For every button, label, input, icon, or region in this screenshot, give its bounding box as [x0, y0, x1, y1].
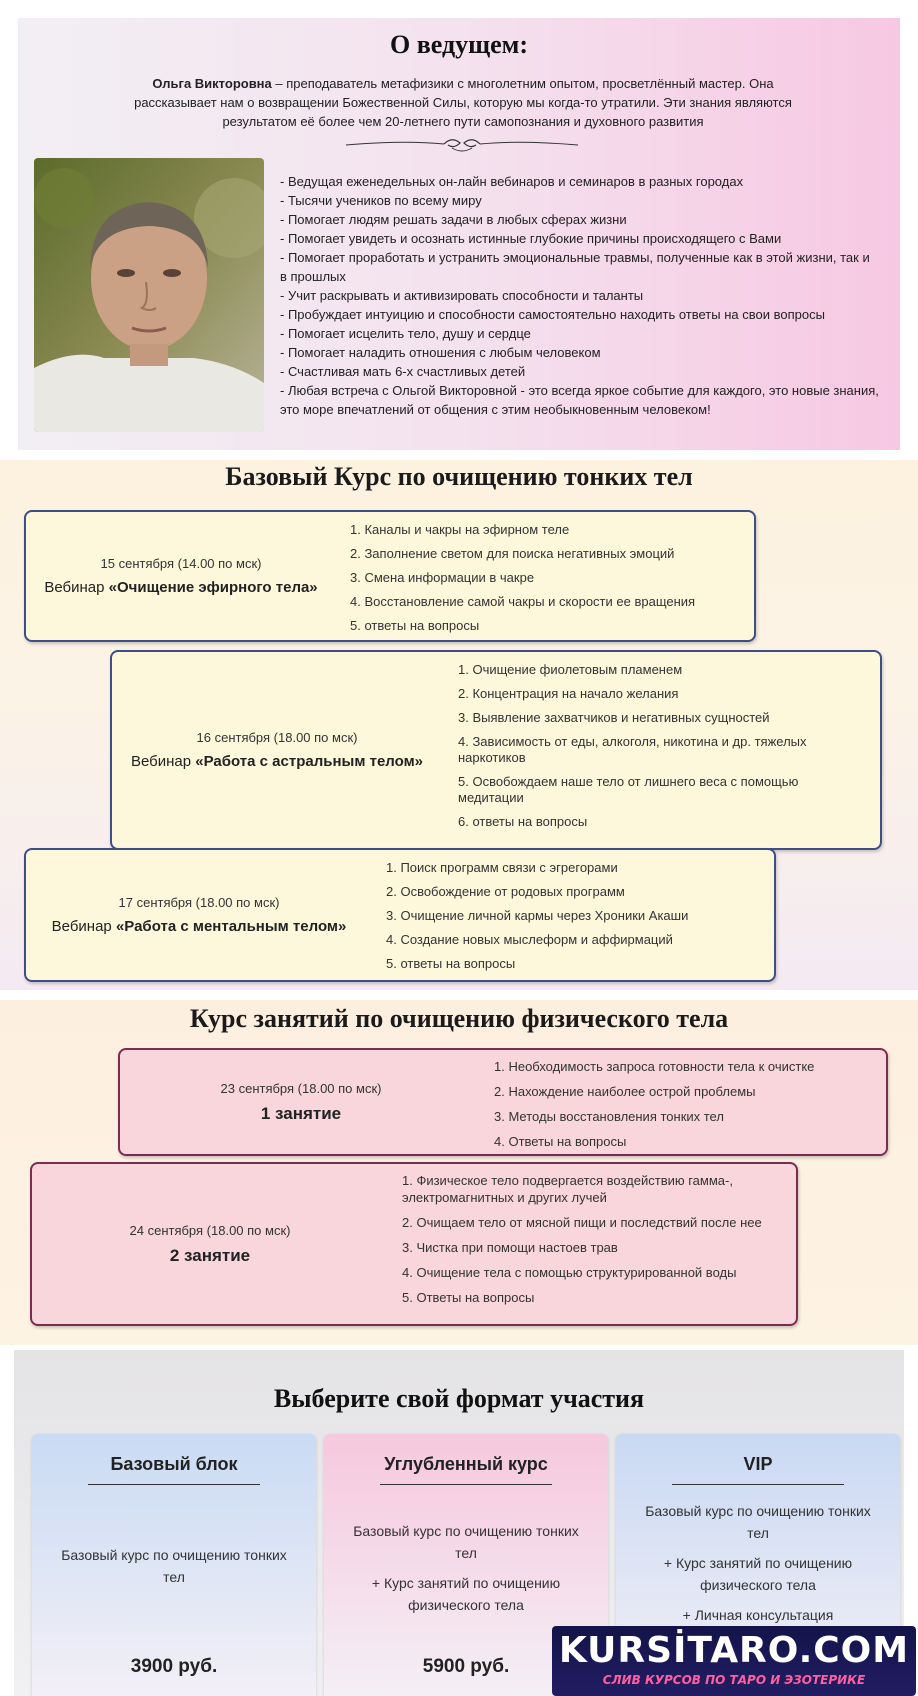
webinar-date: 17 сентября (18.00 по мск): [118, 895, 280, 910]
list-item: 3. Методы восстановления тонких тел: [494, 1109, 724, 1124]
webinar-card-astral: 16 сентября (18.00 по мск) Вебинар «Рабо…: [110, 650, 882, 850]
plan-price: 5900 руб.: [422, 1656, 510, 1677]
about-section: О ведущем: Ольга Викторовна – преподават…: [18, 18, 900, 450]
list-item: - Учит раскрывать и активизировать спосо…: [280, 288, 644, 303]
host-name: Ольга Викторовна: [152, 76, 272, 91]
base-course-section: Базовый Курс по очищению тонких тел 15 с…: [0, 460, 918, 990]
list-item: 1. Каналы и чакры на эфирном теле: [350, 522, 570, 537]
lesson-card-1: 23 сентября (18.00 по мск) 1 занятие 1. …: [118, 1048, 888, 1156]
host-achievements-list: - Ведущая еженедельных он-лайн вебинаров…: [280, 172, 880, 419]
list-item: 4. Ответы на вопросы: [494, 1134, 627, 1149]
ornament-divider-icon: [345, 139, 579, 152]
list-item: - Любая встреча с Ольгой Викторовной - э…: [280, 383, 879, 417]
webinar-prefix: Вебинар: [130, 753, 196, 770]
webinar-name: «Работа с астральным телом»: [195, 753, 424, 770]
lesson-date: 23 сентября (18.00 по мск): [220, 1080, 382, 1096]
list-item: 5. Ответы на вопросы: [402, 1290, 535, 1305]
watermark-tagline: СЛИВ КУРСОВ ПО ТАРО И ЭЗОТЕРИКЕ: [602, 1673, 866, 1687]
list-item: - Помогает наладить отношения с любым че…: [280, 345, 601, 360]
list-item: 4. Создание новых мыслеформ и аффирмаций: [386, 932, 673, 947]
about-title: О ведущем:: [390, 30, 528, 59]
list-item: - Помогает исцелить тело, душу и сердце: [280, 326, 531, 341]
webinar-card-etheric: 15 сентября (14.00 по мск) Вебинар «Очищ…: [24, 510, 756, 642]
list-item: 4. Зависимость от еды, алкоголя, никотин…: [458, 734, 807, 765]
physical-course-section: Курс занятий по очищению физического тел…: [0, 1000, 918, 1345]
webinar-card-mental: 17 сентября (18.00 по мск) Вебинар «Рабо…: [24, 848, 776, 982]
plan-feature: Базовый курс по очищению тонких тел: [645, 1503, 871, 1541]
plan-price: 3900 руб.: [130, 1656, 218, 1677]
plan-feature: + Личная консультация: [682, 1607, 834, 1623]
list-item: - Счастливая мать 6-х счастливых детей: [280, 364, 526, 379]
webinar-topics-list: 1. Каналы и чакры на эфирном теле 2. Зап…: [350, 522, 750, 642]
list-item: 1. Необходимость запроса готовности тела…: [494, 1059, 815, 1074]
host-photo: [34, 158, 264, 432]
lesson-topics-list: 1. Необходимость запроса готовности тела…: [494, 1058, 874, 1158]
plan-name: Базовый блок: [110, 1454, 238, 1474]
list-item: 5. Освобождаем наше тело от лишнего веса…: [458, 774, 799, 805]
list-item: - Помогает увидеть и осознать истинные г…: [280, 231, 782, 246]
list-item: 1. Очищение фиолетовым пламенем: [458, 662, 683, 677]
plan-divider: [672, 1484, 844, 1485]
watermark-logo: KURSİTARO.COM СЛИВ КУРСОВ ПО ТАРО И ЭЗОТ…: [552, 1626, 916, 1696]
list-item: 2. Освобождение от родовых программ: [386, 884, 625, 899]
list-item: 3. Чистка при помощи настоев трав: [402, 1240, 618, 1255]
about-intro: Ольга Викторовна – преподаватель метафиз…: [118, 74, 808, 131]
webinar-date: 16 сентября (18.00 по мск): [196, 730, 358, 745]
list-item: - Тысячи учеников по всему миру: [280, 193, 482, 208]
lesson-topics-list: 1. Физическое тело подвергается воздейст…: [402, 1172, 782, 1314]
list-item: 5. ответы на вопросы: [350, 618, 480, 633]
list-item: - Ведущая еженедельных он-лайн вебинаров…: [280, 174, 744, 189]
lesson-name: 1 занятие: [260, 1103, 342, 1123]
list-item: 2. Заполнение светом для поиска негативн…: [350, 546, 675, 561]
lesson-name: 2 занятие: [169, 1245, 251, 1265]
plan-description: Базовый курс по очищению тонких тел + Ку…: [634, 1500, 882, 1634]
plan-feature: + Курс занятий по очищению физического т…: [663, 1555, 853, 1593]
webinar-name: «Очищение эфирного тела»: [108, 579, 318, 596]
webinar-name: «Работа с ментальным телом»: [115, 918, 347, 935]
webinar-prefix: Вебинар: [51, 918, 116, 935]
webinar-topics-list: 1. Поиск программ связи с эгрегорами 2. …: [386, 860, 766, 980]
list-item: 3. Смена информации в чакре: [350, 570, 535, 585]
webinar-title: Вебинар «Работа с астральным телом»: [131, 753, 423, 770]
list-item: 3. Очищение личной кармы через Хроники А…: [386, 908, 689, 923]
list-item: 4. Очищение тела с помощью структурирова…: [402, 1265, 737, 1280]
plan-description: Базовый курс по очищению тонких тел: [50, 1544, 298, 1596]
plan-divider: [380, 1484, 552, 1485]
list-item: 2. Нахождение наиболее острой проблемы: [494, 1084, 756, 1099]
plan-name: Углубленный курс: [384, 1454, 548, 1474]
formats-title: Выберите свой формат участия: [273, 1384, 645, 1413]
list-item: 1. Физическое тело подвергается воздейст…: [402, 1173, 733, 1205]
list-item: 4. Восстановление самой чакры и скорости…: [350, 594, 696, 609]
plan-feature: Базовый курс по очищению тонких тел: [353, 1523, 579, 1561]
plan-feature: Базовый курс по очищению тонких тел: [61, 1547, 287, 1585]
list-item: 2. Концентрация на начало желания: [458, 686, 679, 701]
list-item: 1. Поиск программ связи с эгрегорами: [386, 860, 618, 875]
intro-text: – преподаватель метафизики с многолетним…: [134, 76, 792, 129]
list-item: 5. ответы на вопросы: [386, 956, 516, 971]
plan-card-basic[interactable]: Базовый блок Базовый курс по очищению то…: [32, 1434, 316, 1696]
list-item: 2. Очищаем тело от мясной пищи и последс…: [402, 1215, 762, 1230]
lesson-date: 24 сентября (18.00 по мск): [129, 1222, 291, 1238]
webinar-prefix: Вебинар: [44, 579, 109, 596]
plan-feature: + Курс занятий по очищению физического т…: [371, 1575, 561, 1613]
base-course-title: Базовый Курс по очищению тонких тел: [225, 462, 693, 491]
watermark-logo-text: KURSİTARO.COM: [558, 1630, 910, 1671]
webinar-date: 15 сентября (14.00 по мск): [100, 556, 262, 571]
webinar-topics-list: 1. Очищение фиолетовым пламенем 2. Конце…: [458, 662, 838, 838]
plan-name: VIP: [743, 1454, 773, 1474]
physical-course-title: Курс занятий по очищению физического тел…: [189, 1004, 729, 1033]
webinar-title: Вебинар «Работа с ментальным телом»: [52, 918, 347, 935]
plan-divider: [88, 1484, 260, 1485]
formats-section: Выберите свой формат участия Базовый бло…: [14, 1350, 904, 1696]
plan-description: Базовый курс по очищению тонких тел + Ку…: [342, 1520, 590, 1624]
lesson-card-2: 24 сентября (18.00 по мск) 2 занятие 1. …: [30, 1162, 798, 1326]
list-item: - Помогает проработать и устранить эмоци…: [280, 250, 870, 284]
list-item: 3. Выявление захватчиков и негативных су…: [458, 710, 770, 725]
list-item: - Помогает людям решать задачи в любых с…: [280, 212, 627, 227]
list-item: 6. ответы на вопросы: [458, 814, 588, 829]
list-item: - Пробуждает интуицию и способности само…: [280, 307, 825, 322]
webinar-title: Вебинар «Очищение эфирного тела»: [44, 579, 317, 596]
